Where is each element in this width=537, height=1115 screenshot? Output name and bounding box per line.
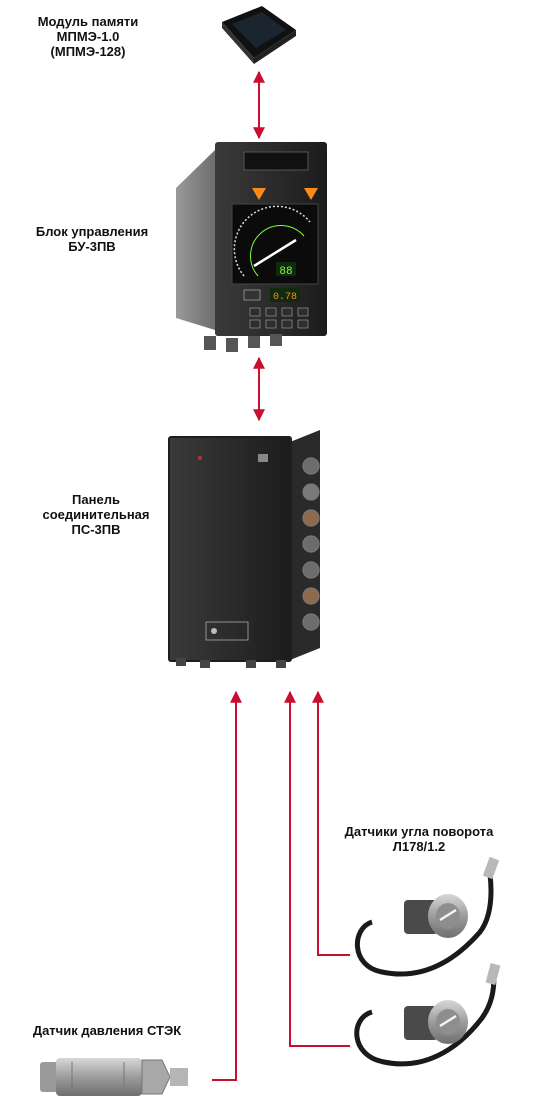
arrow-angle-sensor-2 [284, 690, 350, 1047]
arrow-angle-sensor-1 [312, 690, 350, 956]
memory-module-model: МПМЭ-1.0 [56, 29, 120, 44]
connection-panel-name: Панель [72, 492, 120, 507]
control-unit-label: Блок управления БУ-3ПВ [22, 224, 162, 254]
control-display-value-2: 0.78 [273, 292, 297, 303]
pressure-sensor-image [40, 1058, 188, 1096]
pressure-sensor-name: Датчик давления СТЭК [32, 1023, 182, 1038]
memory-module-name: Модуль памяти [37, 14, 139, 29]
angle-sensors-model: Л178/1.2 [392, 839, 446, 854]
angle-sensor-2-image [354, 963, 501, 1067]
memory-module-label: Модуль памяти МПМЭ-1.0 (МПМЭ-128) [22, 14, 154, 59]
angle-sensor-1-image [355, 856, 500, 977]
connection-panel-image [168, 430, 320, 668]
angle-sensors-label: Датчики угла поворота Л178/1.2 [314, 824, 524, 854]
connection-panel-label: Панель соединительная ПС-3ПВ [36, 492, 156, 537]
arrow-pressure-sensor [212, 690, 242, 1081]
control-display-value: 88 [279, 266, 292, 278]
connection-panel-model: ПС-3ПВ [71, 522, 121, 537]
memory-module-image [222, 6, 296, 64]
memory-module-variant: (МПМЭ-128) [50, 44, 126, 59]
control-unit-image: 88 0.78 [176, 142, 327, 352]
pressure-sensor-label: Датчик давления СТЭК [0, 1023, 214, 1038]
connection-panel-name-2: соединительная [42, 507, 150, 522]
control-unit-model: БУ-3ПВ [68, 239, 116, 254]
angle-sensors-name: Датчики угла поворота [344, 824, 494, 839]
control-unit-name: Блок управления [35, 224, 149, 239]
